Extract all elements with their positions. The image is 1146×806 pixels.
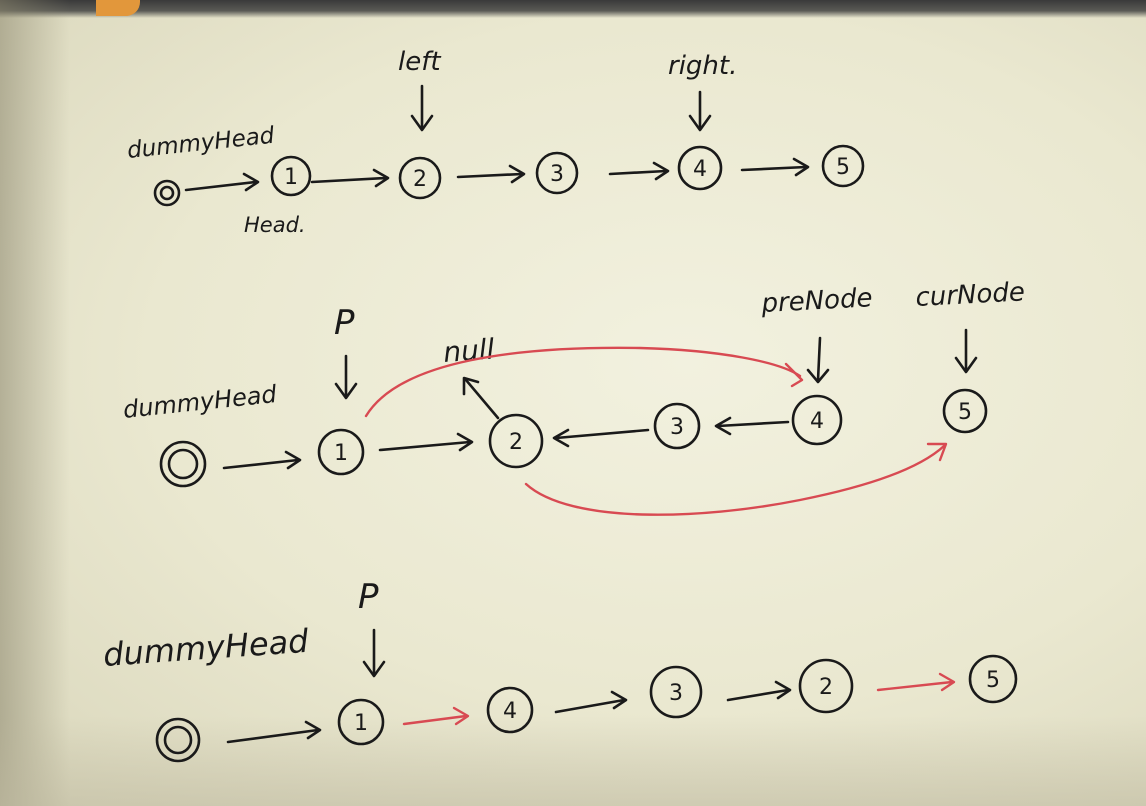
right-pointer-arrow <box>688 90 712 132</box>
list-node: 5 <box>942 388 988 434</box>
list-node: 5 <box>821 144 865 188</box>
list-node: 3 <box>653 402 701 450</box>
list-node: 1 <box>317 428 365 476</box>
null-arrow <box>462 376 500 420</box>
svg-text:2: 2 <box>413 167 427 192</box>
list-node: 1 <box>337 698 385 746</box>
svg-text:4: 4 <box>810 409 824 434</box>
page-bottom-shade <box>0 716 1146 806</box>
reverse-arrow <box>552 428 650 448</box>
svg-text:2: 2 <box>819 675 833 700</box>
svg-text:1: 1 <box>354 711 368 736</box>
list-node: 4 <box>791 394 843 446</box>
svg-text:1: 1 <box>284 165 298 190</box>
list-node <box>159 440 207 488</box>
list-node: 2 <box>798 658 854 714</box>
svg-text:5: 5 <box>836 155 850 180</box>
p-label: P <box>334 303 355 343</box>
left-pointer-arrow <box>410 84 434 132</box>
list-node <box>153 179 181 207</box>
next-arrow <box>554 690 628 714</box>
list-node: 2 <box>398 156 442 200</box>
list-node <box>155 717 201 763</box>
svg-text:2: 2 <box>509 430 523 455</box>
notebook-top-edge <box>0 0 1146 18</box>
prenode-label: preNode <box>760 283 873 319</box>
page-shadow <box>0 0 70 806</box>
left-label: left <box>398 47 441 77</box>
reverse-arrow <box>714 416 790 436</box>
p-pointer-arrow <box>362 628 386 678</box>
p-label: P <box>358 577 379 617</box>
p-pointer-arrow <box>334 354 358 400</box>
svg-text:4: 4 <box>693 157 707 182</box>
svg-text:5: 5 <box>986 668 1000 693</box>
next-arrow <box>608 161 670 181</box>
svg-text:3: 3 <box>550 162 564 187</box>
svg-text:1: 1 <box>334 441 348 466</box>
next-arrow <box>456 164 526 184</box>
list-node: 5 <box>968 654 1018 704</box>
orange-corner-tab <box>96 0 140 16</box>
next-arrow <box>184 172 260 192</box>
svg-text:4: 4 <box>503 699 517 724</box>
list-node: 1 <box>270 155 312 197</box>
red-link-arrow <box>524 442 948 516</box>
dummyhead-label: dummyHead <box>126 123 276 164</box>
dummyhead-label: dummyHead <box>122 380 279 424</box>
red-link-arrow <box>364 346 804 418</box>
next-arrow <box>740 157 810 177</box>
list-node: 3 <box>535 151 579 195</box>
next-arrow <box>378 432 474 452</box>
next-arrow <box>310 168 390 188</box>
svg-text:5: 5 <box>958 400 972 425</box>
list-node: 2 <box>488 413 544 469</box>
next-arrow <box>226 720 322 744</box>
red-next-arrow <box>402 706 470 726</box>
right-label: right. <box>668 51 737 81</box>
prenode-pointer-arrow <box>806 336 830 384</box>
curnode-label: curNode <box>915 277 1026 313</box>
svg-text:3: 3 <box>669 681 683 706</box>
list-node: 4 <box>677 145 723 191</box>
head-label: Head. <box>244 213 306 237</box>
dummyhead-label: dummyHead <box>102 622 310 674</box>
next-arrow <box>726 680 792 702</box>
list-node: 3 <box>649 665 703 719</box>
diagram-1: dummyHead Head. left right. 1 <box>126 47 865 237</box>
svg-text:3: 3 <box>670 415 684 440</box>
next-arrow <box>222 450 302 470</box>
curnode-pointer-arrow <box>954 328 978 374</box>
diagram-3: dummyHead P 1 4 3 <box>102 577 1018 763</box>
list-node: 4 <box>486 686 534 734</box>
diagram-2: dummyHead P null preNode curNode <box>122 277 1026 516</box>
null-label: null <box>442 332 495 368</box>
red-next-arrow <box>876 672 956 692</box>
